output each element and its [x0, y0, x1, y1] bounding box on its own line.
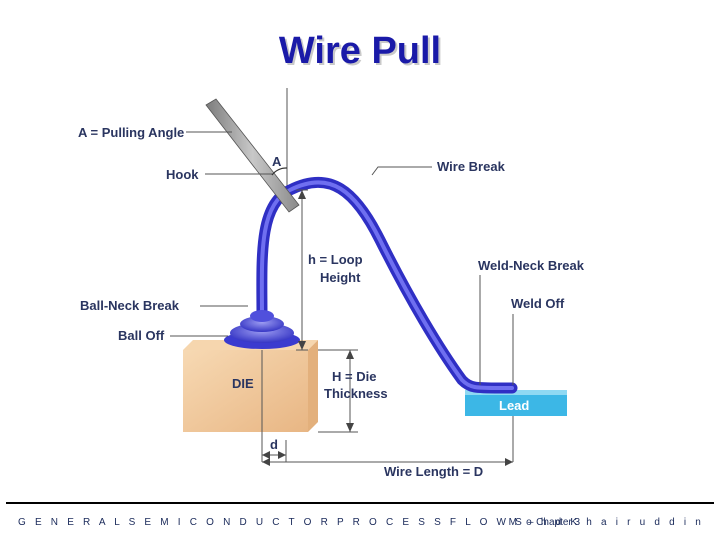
label-die: DIE: [232, 376, 254, 391]
dimension-arrows: [262, 190, 513, 466]
lead-pad: [465, 390, 567, 416]
footer-chapter: – Chapter 3: [525, 517, 581, 528]
label-pulling-angle: A = Pulling Angle: [78, 125, 184, 140]
footer-author: M o h d K h a i r u d d i n: [508, 517, 704, 528]
label-loop-height-2: Height: [320, 270, 361, 285]
label-angle-a: A: [272, 154, 282, 169]
label-weld-neck-break: Weld-Neck Break: [478, 258, 585, 273]
label-wire-break: Wire Break: [437, 159, 506, 174]
page-title: Wire Pull: [278, 30, 442, 72]
label-lead: Lead: [499, 398, 529, 413]
die-block: [183, 340, 318, 432]
label-ball-off: Ball Off: [118, 328, 165, 343]
footer-divider: [6, 502, 714, 504]
label-die-thickness-2: Thickness: [324, 386, 388, 401]
label-wire-length: Wire Length = D: [384, 464, 483, 479]
label-ball-neck-break: Ball-Neck Break: [80, 298, 180, 313]
pull-hook: [205, 98, 300, 213]
label-weld-off: Weld Off: [511, 296, 565, 311]
angle-arc: [271, 167, 288, 176]
label-die-thickness-1: H = Die: [332, 369, 376, 384]
label-loop-height-1: h = Loop: [308, 252, 363, 267]
footer-left: G E N E R A L S E M I C O N D U C T O R …: [18, 517, 580, 528]
label-d: d: [270, 437, 278, 452]
footer-course-title: G E N E R A L S E M I C O N D U C T O R …: [18, 517, 526, 528]
ball-bond: [224, 310, 300, 349]
leader-lines: [170, 131, 514, 463]
label-hook: Hook: [166, 167, 199, 182]
